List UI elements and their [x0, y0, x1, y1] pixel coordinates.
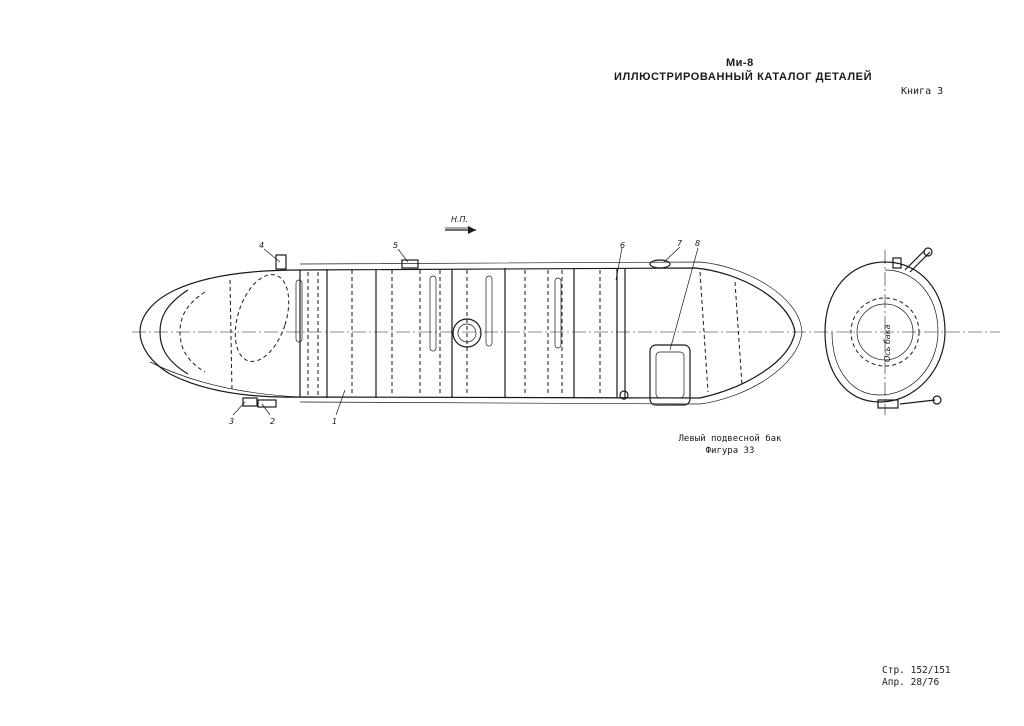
callout-3: 3	[229, 417, 234, 426]
callout-leaders	[232, 246, 699, 416]
figure-name: Левый подвесной бак	[678, 434, 782, 444]
callout-8: 8	[695, 239, 700, 248]
callout-5: 5	[393, 241, 398, 250]
page-number: Стр. 152/151	[882, 665, 951, 676]
page-footer: Стр. 152/151 Апр. 28/76	[882, 665, 951, 689]
figure-number: Фигура 33	[705, 446, 755, 456]
hatch-8	[649, 344, 691, 406]
aircraft-model: Ми-8	[726, 57, 754, 69]
callout-4: 4	[259, 241, 264, 250]
section-axis-label: Ось бака	[883, 324, 892, 362]
figure-caption: Левый подвесной бак Фигура 33	[660, 433, 800, 457]
direction-arrow	[445, 226, 476, 234]
callout-1: 1	[332, 417, 337, 426]
callout-6: 6	[620, 241, 625, 250]
callout-7: 7	[677, 239, 683, 248]
catalog-title: ИЛЛЮСТРИРОВАННЫЙ КАТАЛОГ ДЕТАЛЕЙ	[614, 71, 873, 83]
tank-end-view	[824, 247, 946, 415]
revision-date: Апр. 28/76	[882, 677, 940, 688]
book-number: Книга 3	[901, 86, 944, 97]
tank-side-view	[139, 254, 803, 408]
direction-label: Н.П.	[451, 215, 468, 224]
callout-2: 2	[270, 417, 275, 426]
